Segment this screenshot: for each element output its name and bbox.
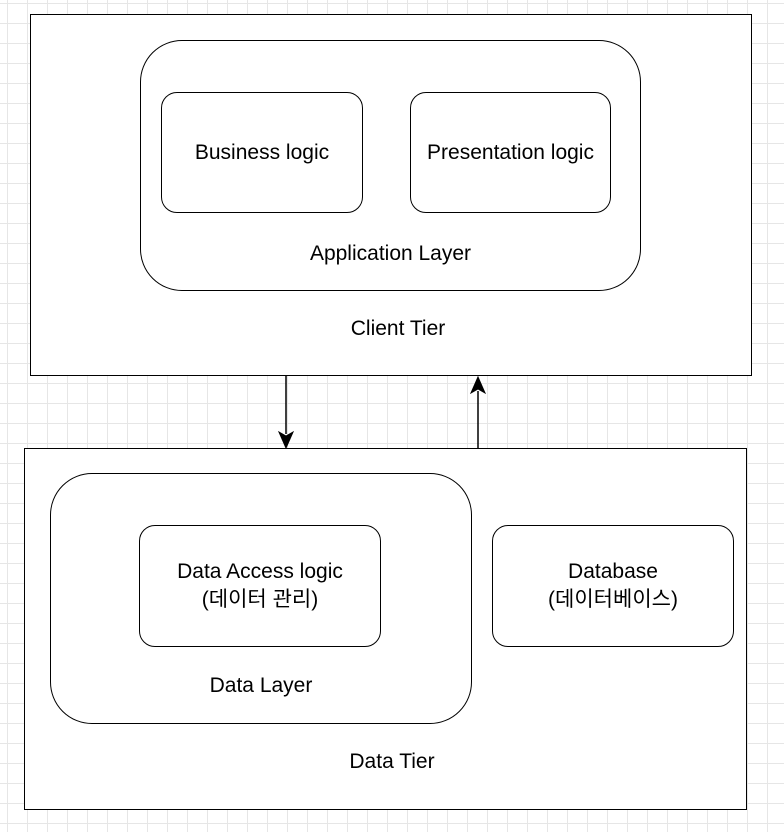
- response-arrowhead: [469, 375, 487, 395]
- request-arrowhead: [277, 430, 295, 450]
- presentation-logic-label: Presentation logic: [427, 140, 594, 164]
- database-box[interactable]: Database (데이터베이스): [492, 525, 734, 647]
- data-access-logic-box[interactable]: Data Access logic (데이터 관리): [139, 525, 381, 647]
- application-layer-label: Application Layer: [309, 242, 472, 265]
- presentation-logic-box[interactable]: Presentation logic: [410, 92, 611, 213]
- data-tier-label: Data Tier: [349, 750, 435, 773]
- business-logic-box[interactable]: Business logic: [161, 92, 363, 213]
- business-logic-label: Business logic: [194, 140, 330, 164]
- data-layer-label: Data Layer: [209, 674, 313, 697]
- data-access-logic-sublabel: (데이터 관리): [201, 588, 319, 611]
- database-label: Database: [568, 560, 658, 583]
- database-sublabel: (데이터베이스): [548, 588, 678, 611]
- data-access-logic-label: Data Access logic: [177, 560, 343, 583]
- client-tier-label: Client Tier: [350, 317, 446, 340]
